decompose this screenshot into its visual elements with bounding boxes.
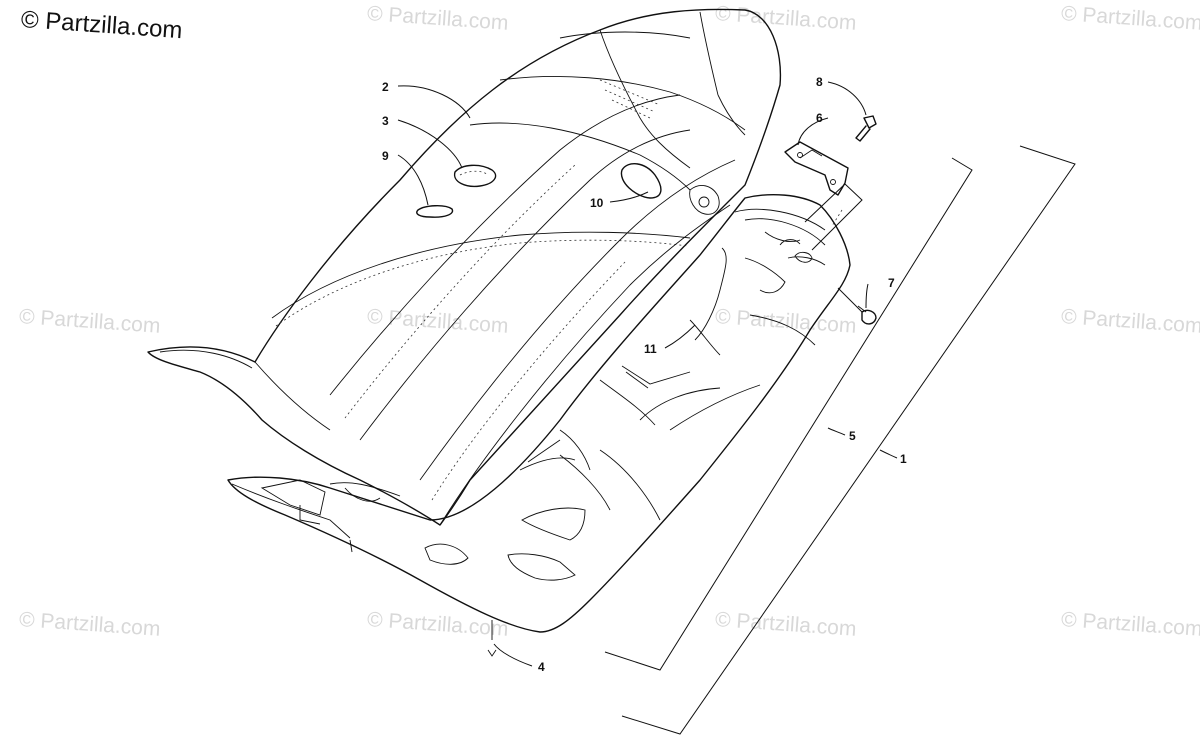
callout-7: 7 bbox=[888, 276, 895, 290]
seat-cushion bbox=[147, 8, 782, 526]
callout-10: 10 bbox=[590, 196, 604, 210]
callout-9: 9 bbox=[382, 149, 389, 163]
callout-1: 1 bbox=[900, 452, 907, 466]
callout-8: 8 bbox=[816, 75, 823, 89]
callout-2: 2 bbox=[382, 80, 389, 94]
patch-9 bbox=[416, 205, 454, 218]
patch-3 bbox=[453, 164, 497, 188]
callout-6: 6 bbox=[816, 111, 823, 125]
callout-5: 5 bbox=[849, 429, 856, 443]
callout-4: 4 bbox=[538, 660, 545, 674]
clip-7 bbox=[857, 305, 877, 325]
bracket-6 bbox=[784, 141, 849, 196]
group-bracket-5 bbox=[604, 157, 973, 671]
part-4 bbox=[487, 620, 497, 657]
group-bracket-1 bbox=[621, 145, 1076, 735]
callout-3: 3 bbox=[382, 114, 389, 128]
bolt-8 bbox=[855, 115, 877, 142]
callout-11: 11 bbox=[644, 342, 657, 356]
seat-base bbox=[227, 185, 851, 633]
patch-10 bbox=[620, 163, 662, 199]
leader-lines bbox=[397, 81, 898, 667]
